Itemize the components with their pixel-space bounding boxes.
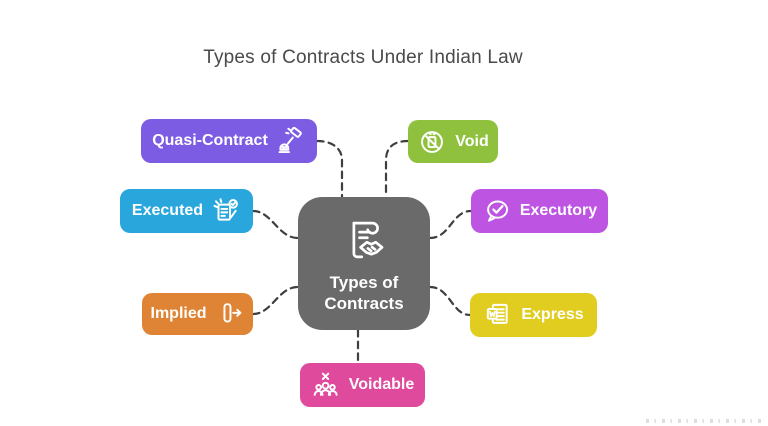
connector-executed [251, 209, 300, 240]
node-executory: Executory [471, 189, 608, 233]
node-voidable: Voidable [300, 363, 425, 407]
connector-implied [251, 285, 300, 316]
watermark-remnant [646, 419, 762, 423]
center-node-types-of-contracts: Types of Contracts [298, 197, 430, 330]
node-executed: Executed [120, 189, 253, 233]
center-node-label-line1: Types of [329, 272, 399, 292]
connector-executory [428, 209, 473, 240]
node-void: Void [408, 120, 498, 163]
node-express: Express [470, 293, 597, 337]
group-cancel-icon [311, 370, 341, 400]
document-signed-check-icon [211, 196, 241, 226]
connector-void [384, 139, 410, 199]
door-exit-arrow-icon [215, 299, 245, 329]
connector-quasi-contract [315, 139, 344, 199]
node-label-quasi-contract: Quasi-Contract [152, 132, 268, 149]
center-node-label-line2: Contracts [324, 294, 404, 313]
gavel-auction-icon [276, 126, 306, 156]
chat-check-icon [482, 196, 512, 226]
node-quasi-contract: Quasi-Contract [141, 119, 317, 163]
prohibited-phone-icon [417, 127, 447, 157]
node-label-express: Express [521, 306, 584, 323]
page-title: Types of Contracts Under Indian Law [203, 47, 523, 68]
contract-scroll-handshake-icon [337, 213, 391, 267]
node-label-voidable: Voidable [348, 376, 415, 393]
node-label-executory: Executory [519, 202, 598, 219]
node-label-executed: Executed [131, 202, 204, 219]
word-document-icon [483, 300, 513, 330]
node-implied: Implied [142, 293, 253, 335]
node-label-implied: Implied [150, 305, 207, 322]
connector-express [428, 285, 472, 317]
node-label-void: Void [455, 132, 489, 150]
